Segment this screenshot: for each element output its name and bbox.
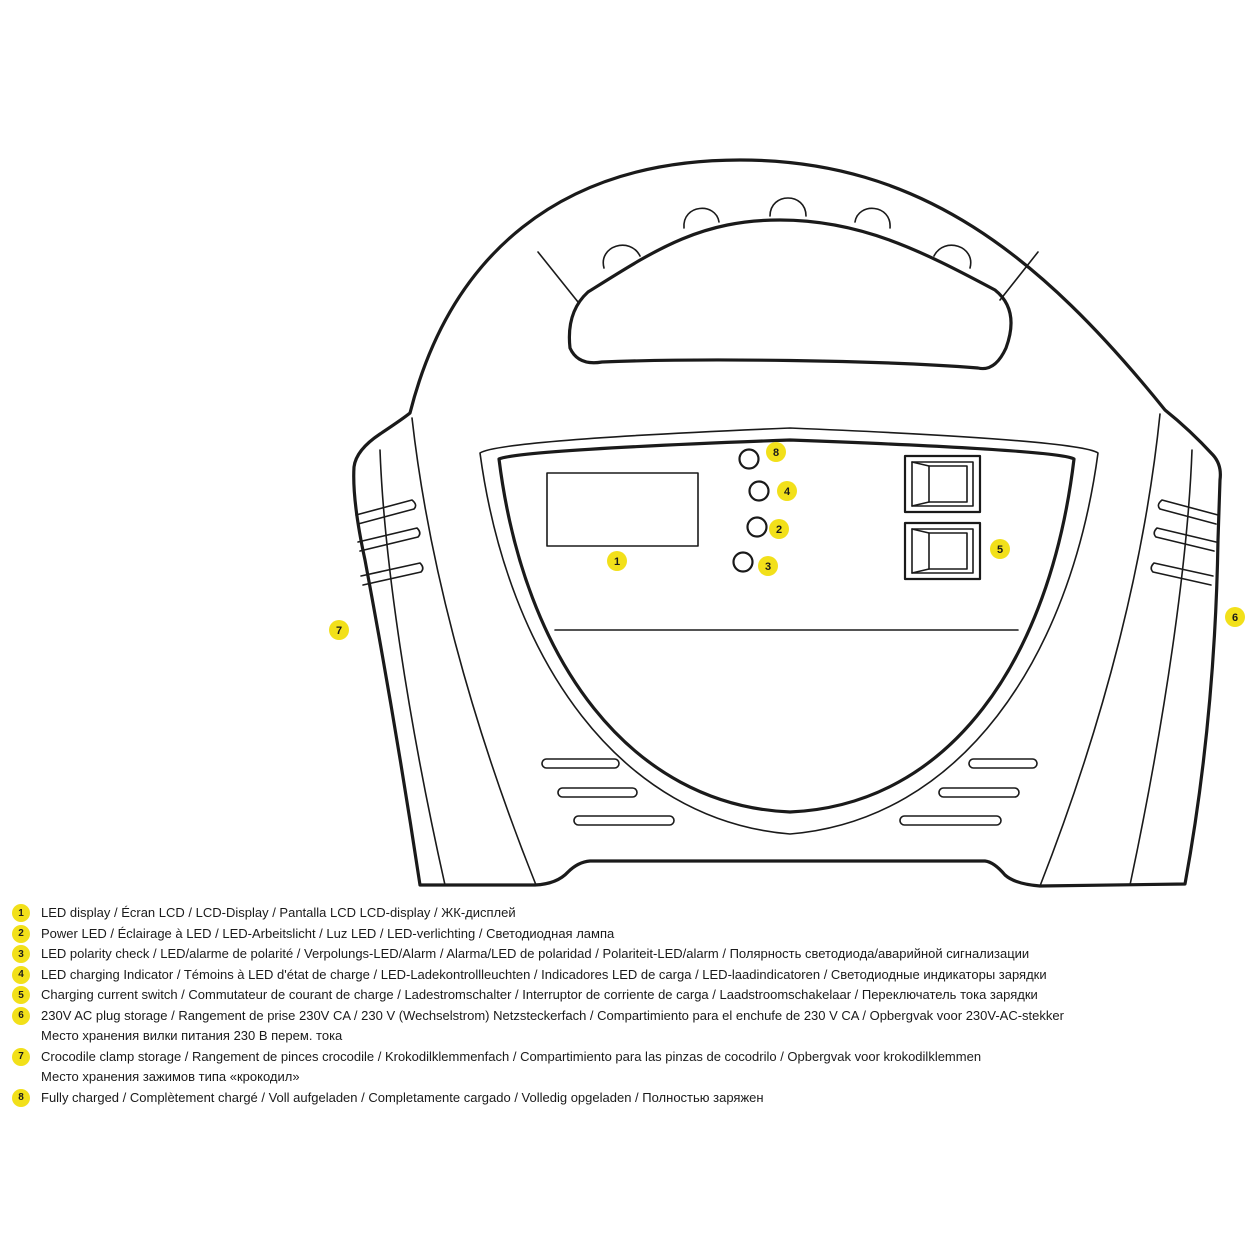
callout-label: 8 bbox=[773, 447, 779, 459]
legend-line: Power LED / Éclairage à LED / LED-Arbeit… bbox=[41, 925, 615, 941]
legend-line: LED display / Écran LCD / LCD-Display / … bbox=[41, 905, 516, 920]
legend-number-badge: 2 bbox=[12, 924, 30, 943]
legend-item: 5 Charging current switch / Commutateur d… bbox=[12, 985, 1237, 1006]
callout-badge-7: 7 bbox=[329, 620, 349, 640]
right-side-panel-line bbox=[1039, 413, 1161, 887]
callout-badge-8: 8 bbox=[766, 442, 786, 462]
grip-bump bbox=[933, 244, 972, 269]
legend-item: 2 Power LED / Éclairage à LED / LED-Arbei… bbox=[12, 924, 1237, 945]
carry-handle bbox=[567, 218, 1013, 371]
legend-number-badge: 3 bbox=[12, 945, 30, 963]
front-vent bbox=[573, 815, 675, 826]
grip-bump bbox=[683, 207, 720, 229]
front-panel-frame bbox=[479, 427, 1099, 835]
legend-item: 4 LED charging Indicator / Témoins à LED … bbox=[12, 965, 1237, 986]
legend-line: Место хранения вилки питания 230 В перем… bbox=[41, 1028, 343, 1043]
grip-bump bbox=[769, 197, 807, 217]
legend-item: 6 230V AC plug storage / Rangement de pri… bbox=[12, 1006, 1237, 1047]
legend-line: Fully charged / Complètement chargé / Vo… bbox=[41, 1089, 764, 1105]
front-vent bbox=[557, 787, 638, 798]
legend-line: Charging current switch / Commutateur de… bbox=[41, 987, 1038, 1002]
legend-number-badge: 5 bbox=[12, 986, 30, 1004]
legend-item: 7 Crocodile clamp storage / Rangement de … bbox=[12, 1047, 1237, 1088]
front-panel bbox=[497, 438, 1076, 814]
legend-line: Место хранения зажимов типа «крокодил» bbox=[41, 1069, 300, 1084]
callout-label: 7 bbox=[336, 625, 342, 637]
front-vent bbox=[899, 815, 1002, 826]
legend-item: 3 LED polarity check / LED/alarme de pola… bbox=[12, 944, 1237, 965]
left-side-panel-line bbox=[411, 417, 537, 886]
handle-side-line bbox=[999, 251, 1039, 301]
battery-charger-diagram: 1 2 3 4 5 6 7 8 bbox=[329, 158, 1245, 888]
right-side-panel-line bbox=[1129, 449, 1193, 886]
led-polarity-check bbox=[732, 551, 754, 573]
left-side-panel-line bbox=[379, 449, 446, 886]
callout-badge-6: 6 bbox=[1225, 607, 1245, 627]
legend-text: Power LED / Éclairage à LED / LED-Arbeit… bbox=[41, 924, 614, 945]
front-vent bbox=[968, 758, 1038, 769]
legend-item: 8 Fully charged / Complètement chargé / V… bbox=[12, 1088, 1237, 1109]
legend-number-badge: 1 bbox=[12, 904, 30, 922]
legend-line: LED charging Indicator / Témoins à LED d… bbox=[41, 966, 1047, 982]
side-vent bbox=[1153, 527, 1217, 552]
callout-badge-3: 3 bbox=[758, 556, 778, 576]
callout-label: 1 bbox=[614, 556, 620, 568]
callout-label: 3 bbox=[765, 561, 771, 573]
legend-number-badge: 7 bbox=[12, 1047, 30, 1066]
legend-line: LED polarity check / LED/alarme de polar… bbox=[41, 946, 1030, 961]
legend-text: LED charging Indicator / Témoins à LED d… bbox=[41, 965, 1047, 986]
side-vent bbox=[1157, 499, 1219, 525]
legend: 1 LED display / Écran LCD / LCD-Display /… bbox=[12, 903, 1237, 1108]
callout-label: 2 bbox=[776, 524, 782, 536]
legend-text: Crocodile clamp storage / Rangement de p… bbox=[41, 1047, 981, 1088]
lcd-display bbox=[546, 472, 699, 547]
led-fully-charged bbox=[738, 448, 760, 470]
charging-current-switch-bottom bbox=[903, 521, 982, 581]
legend-line: 230V AC plug storage / Rangement de pris… bbox=[41, 1007, 1064, 1023]
legend-item: 1 LED display / Écran LCD / LCD-Display /… bbox=[12, 903, 1237, 924]
handle-side-line bbox=[537, 251, 579, 303]
grip-bump bbox=[602, 244, 641, 269]
legend-number-badge: 8 bbox=[12, 1088, 30, 1107]
legend-number-badge: 6 bbox=[12, 1006, 30, 1025]
led-power bbox=[746, 516, 768, 538]
side-vent bbox=[1150, 562, 1214, 586]
side-vent bbox=[355, 499, 417, 525]
callout-label: 5 bbox=[997, 544, 1003, 556]
legend-number-badge: 4 bbox=[12, 965, 30, 984]
front-vent bbox=[938, 787, 1020, 798]
legend-text: 230V AC plug storage / Rangement de pris… bbox=[41, 1006, 1064, 1047]
legend-text: Fully charged / Complètement chargé / Vo… bbox=[41, 1088, 764, 1109]
charging-current-switch-top bbox=[903, 454, 982, 514]
callout-badge-1: 1 bbox=[607, 551, 627, 571]
callout-badge-2: 2 bbox=[769, 519, 789, 539]
legend-text: Charging current switch / Commutateur de… bbox=[41, 985, 1038, 1006]
legend-text: LED polarity check / LED/alarme de polar… bbox=[41, 944, 1029, 965]
charger-body-outline bbox=[352, 158, 1222, 888]
side-vent bbox=[360, 562, 424, 586]
callout-badge-4: 4 bbox=[777, 481, 797, 501]
callout-label: 6 bbox=[1232, 612, 1238, 624]
front-vent bbox=[541, 758, 620, 769]
callout-label: 4 bbox=[784, 486, 791, 498]
side-vent bbox=[357, 527, 421, 552]
callout-badge-5: 5 bbox=[990, 539, 1010, 559]
legend-text: LED display / Écran LCD / LCD-Display / … bbox=[41, 903, 516, 924]
legend-line: Crocodile clamp storage / Rangement de p… bbox=[41, 1048, 982, 1064]
grip-bump bbox=[854, 207, 891, 229]
led-charging-indicator bbox=[748, 480, 770, 502]
